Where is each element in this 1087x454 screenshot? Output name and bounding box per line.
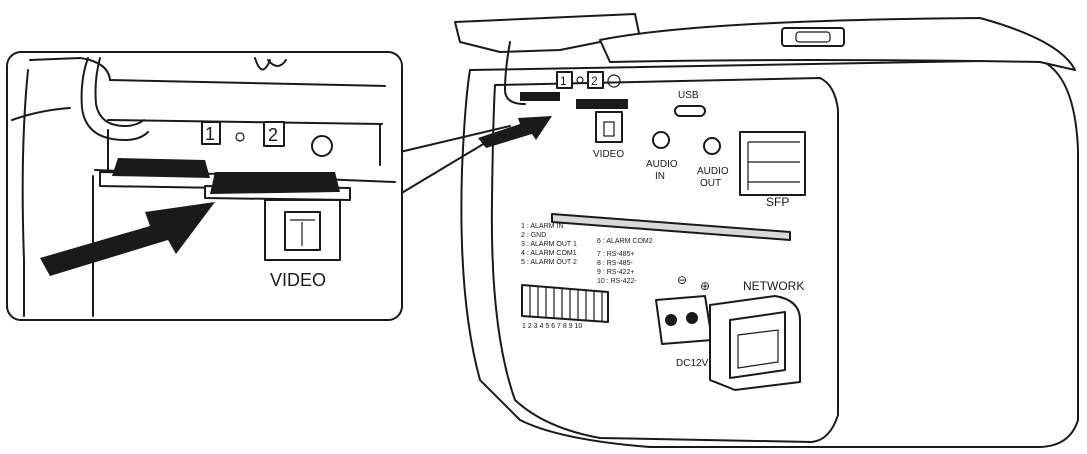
callout-sd-card-1 — [112, 158, 210, 178]
callout-slot-2-label: 2 — [268, 125, 278, 145]
video-port-label: VIDEO — [593, 149, 624, 160]
pin-legend-10: 10 : RS-422- — [597, 278, 637, 285]
pin-legend-3: 3 : ALARM OUT 1 — [521, 241, 577, 248]
sd-slot-2-number-box — [587, 71, 604, 89]
callout-slot-1-label: 1 — [205, 124, 215, 144]
callout-cable — [80, 57, 149, 141]
callout-magnified-view: 1 2 VIDEO — [6, 51, 403, 321]
camera-body: 1 2 VIDEO USB AUDIO IN AUDIO OUT SFP 1 : — [454, 13, 1079, 448]
usb-label: USB — [678, 90, 699, 101]
terminal-pin-numbers: 1 2 3 4 5 6 7 8 9 10 — [522, 323, 582, 330]
audio-out-label-2: OUT — [700, 178, 721, 189]
pin-legend-2: 2 : GND — [521, 232, 546, 239]
callout-connector-top — [399, 125, 511, 153]
insert-arrow-icon — [478, 116, 552, 148]
audio-in-jack — [652, 131, 670, 149]
pin-legend-5: 5 : ALARM OUT 2 — [521, 259, 577, 266]
audio-out-jack — [703, 137, 721, 155]
audio-in-label-2: IN — [655, 171, 665, 182]
dc12v-label: DC12V — [676, 358, 709, 369]
usb-port — [674, 105, 706, 117]
terminal-pin-legend: 1 : ALARM IN 2 : GND 3 : ALARM OUT 1 4 :… — [521, 223, 653, 285]
callout-slot-1-box — [201, 121, 221, 145]
audio-out-label-1: AUDIO — [697, 166, 729, 177]
audio-in-label-1: AUDIO — [646, 159, 678, 170]
pin-legend-6: 6 : ALARM COM2 — [597, 238, 653, 245]
callout-sd-card-2 — [210, 172, 340, 194]
callout-video-label: VIDEO — [270, 270, 326, 290]
dc-plus-symbol: ⊕ — [700, 279, 710, 293]
sd-card-1 — [520, 92, 560, 101]
network-rj45-port — [709, 295, 801, 391]
dc-minus-symbol: ⊖ — [677, 273, 687, 287]
pin-legend-7: 7 : RS-485+ — [597, 251, 635, 258]
pin-legend-4: 4 : ALARM COM1 — [521, 250, 577, 257]
callout-slot-2-box — [263, 121, 285, 147]
pin-legend-8: 8 : RS-485- — [597, 260, 633, 267]
pin-legend-9: 9 : RS-422+ — [597, 269, 635, 276]
sfp-label: SFP — [766, 195, 789, 209]
cable — [504, 41, 526, 105]
sd-slot-1-label: 1 — [560, 74, 567, 88]
panel-rib — [551, 213, 791, 241]
sun-shield-lip — [454, 13, 641, 53]
sd-slot-2-label: 2 — [591, 74, 598, 88]
sfp-cage — [739, 131, 806, 196]
callout-insert-arrow-icon — [40, 202, 215, 276]
sd-slot-1-number-box — [556, 71, 573, 89]
sd-card-2 — [576, 99, 628, 109]
network-label: NETWORK — [743, 279, 804, 293]
pin-legend-1: 1 : ALARM IN — [521, 223, 563, 230]
alarm-terminal-block: 1 2 3 4 5 6 7 8 9 10 — [521, 284, 609, 330]
